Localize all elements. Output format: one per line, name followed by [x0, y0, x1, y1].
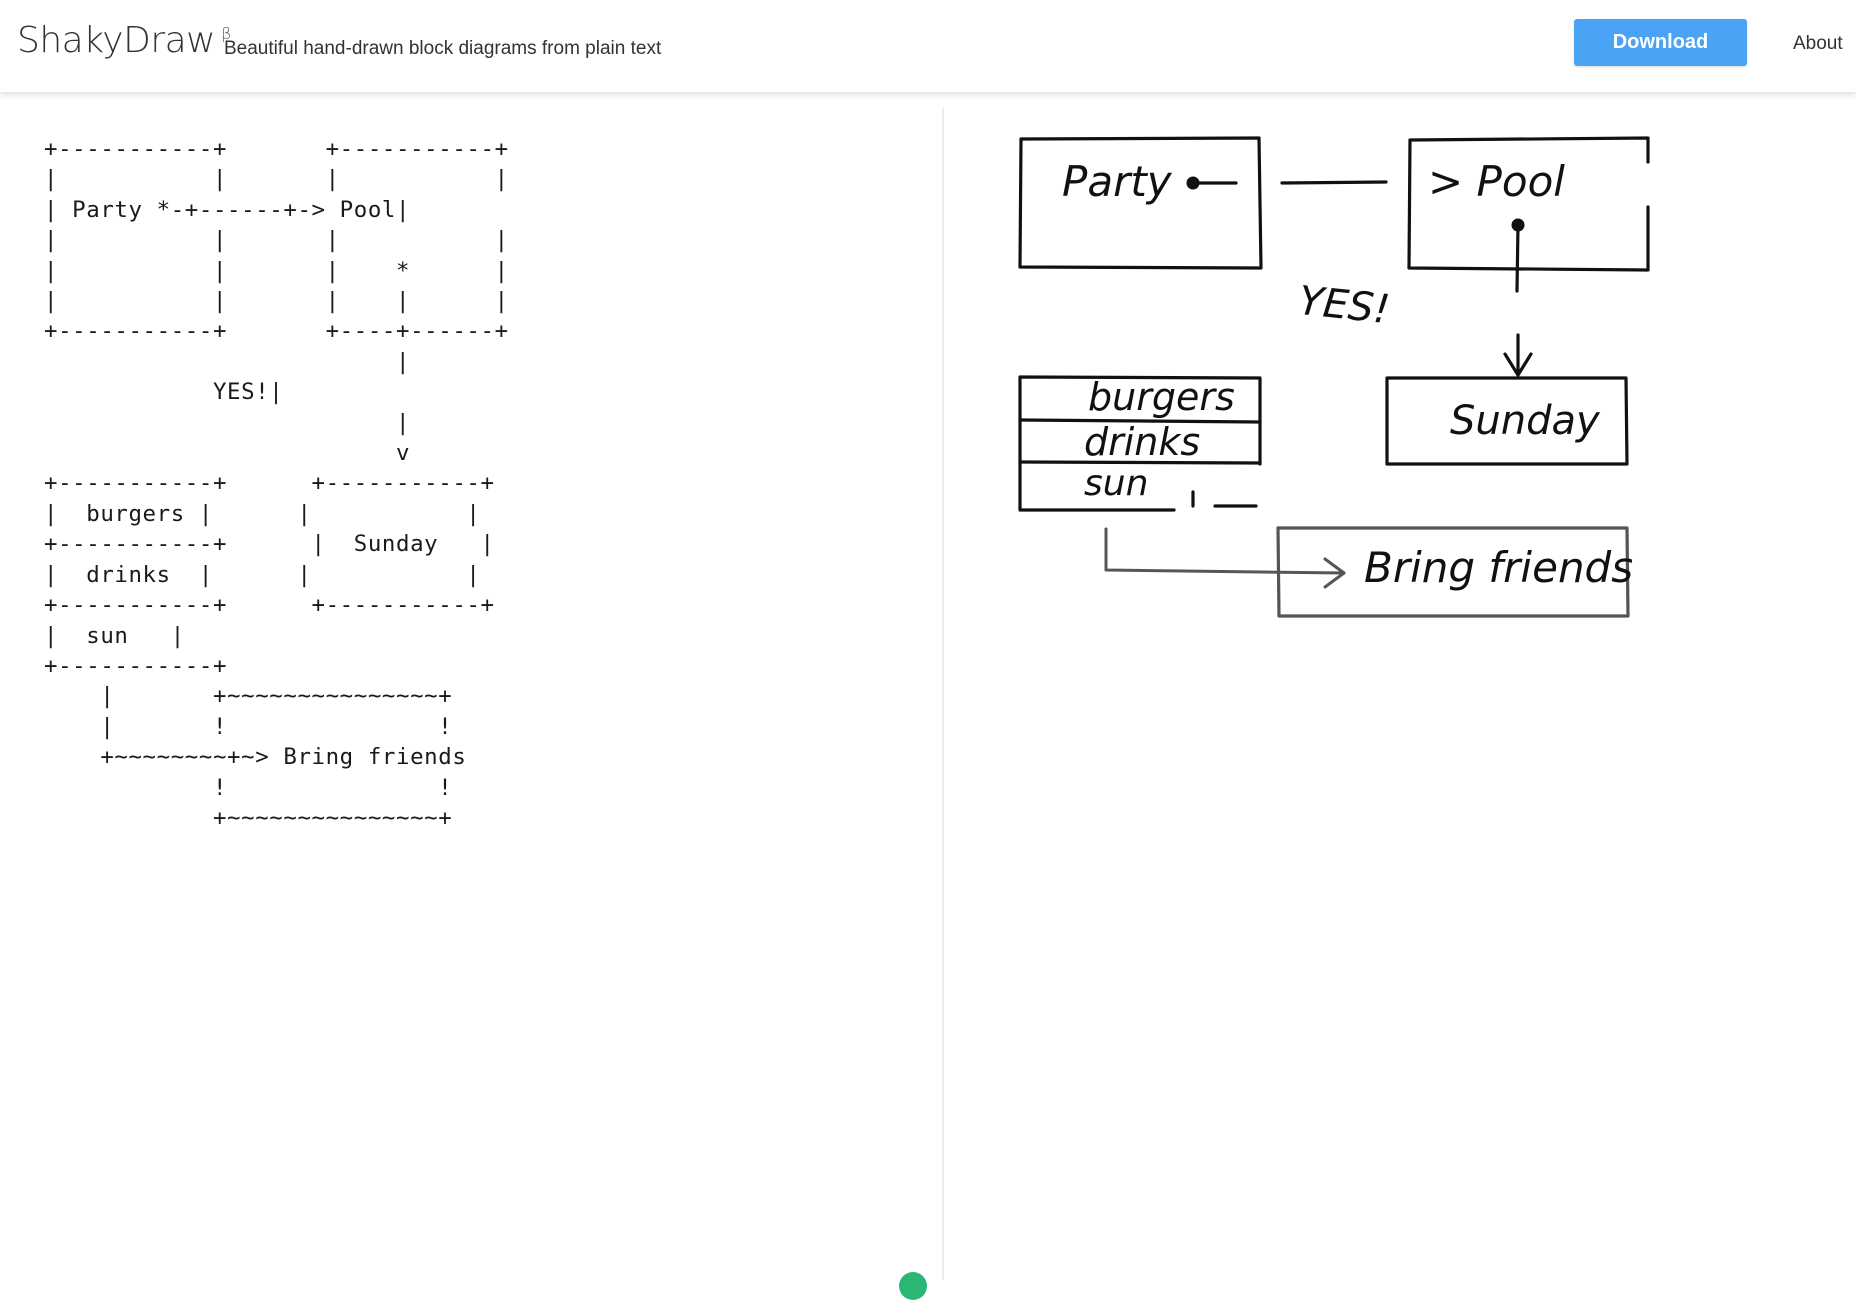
party-dot	[1186, 176, 1200, 190]
diagram-label-party: Party	[1062, 157, 1173, 206]
top-bar: ShakyDraw β Beautiful hand-drawn block di…	[0, 0, 1856, 93]
diagram-label-sunday: Sunday	[1450, 398, 1601, 444]
sunday-arrowhead	[1503, 352, 1533, 377]
diagram-label-burgers: burgers	[1088, 375, 1235, 419]
party-box	[1018, 136, 1263, 270]
brand-name: ShakyDraw	[17, 20, 216, 61]
status-indicator	[899, 1272, 927, 1300]
bring-arrowhead	[1323, 557, 1346, 589]
about-link[interactable]: About	[1793, 33, 1843, 54]
menu-divider-2	[1018, 460, 1262, 465]
ascii-editor[interactable]: +-----------+ +-----------+ | | | | | Pa…	[0, 92, 942, 1280]
menu-divider-1	[1018, 418, 1262, 424]
hand-drawn-diagram: Party > Pool YES! burgers drinks sun Sun…	[1018, 136, 1650, 618]
sunday-box	[1385, 376, 1629, 466]
diagram-label-yes: YES!	[1297, 278, 1392, 333]
download-button[interactable]: Download	[1574, 19, 1747, 66]
pane-divider[interactable]	[942, 108, 944, 1280]
diagram-label-pool: > Pool	[1428, 157, 1565, 206]
party-pool-line	[1280, 180, 1388, 185]
bring-box	[1276, 526, 1630, 618]
app-logo[interactable]: ShakyDraw β	[17, 20, 231, 61]
tagline: Beautiful hand-drawn block diagrams from…	[224, 38, 662, 59]
diagram-canvas: Party > Pool YES! burgers drinks sun Sun…	[944, 92, 1856, 1280]
ascii-source-text[interactable]: +-----------+ +-----------+ | | | | | Pa…	[44, 136, 509, 831]
pool-box	[1407, 136, 1650, 272]
pool-dot	[1511, 218, 1525, 232]
sun-bring-line	[1104, 527, 1346, 575]
beta-badge: β	[221, 24, 231, 43]
diagram-label-drinks: drinks	[1084, 420, 1200, 464]
diagram-label-bring: Bring friends	[1364, 543, 1633, 592]
pool-sunday-line	[1515, 223, 1520, 293]
diagram-label-sun: sun	[1084, 463, 1148, 504]
